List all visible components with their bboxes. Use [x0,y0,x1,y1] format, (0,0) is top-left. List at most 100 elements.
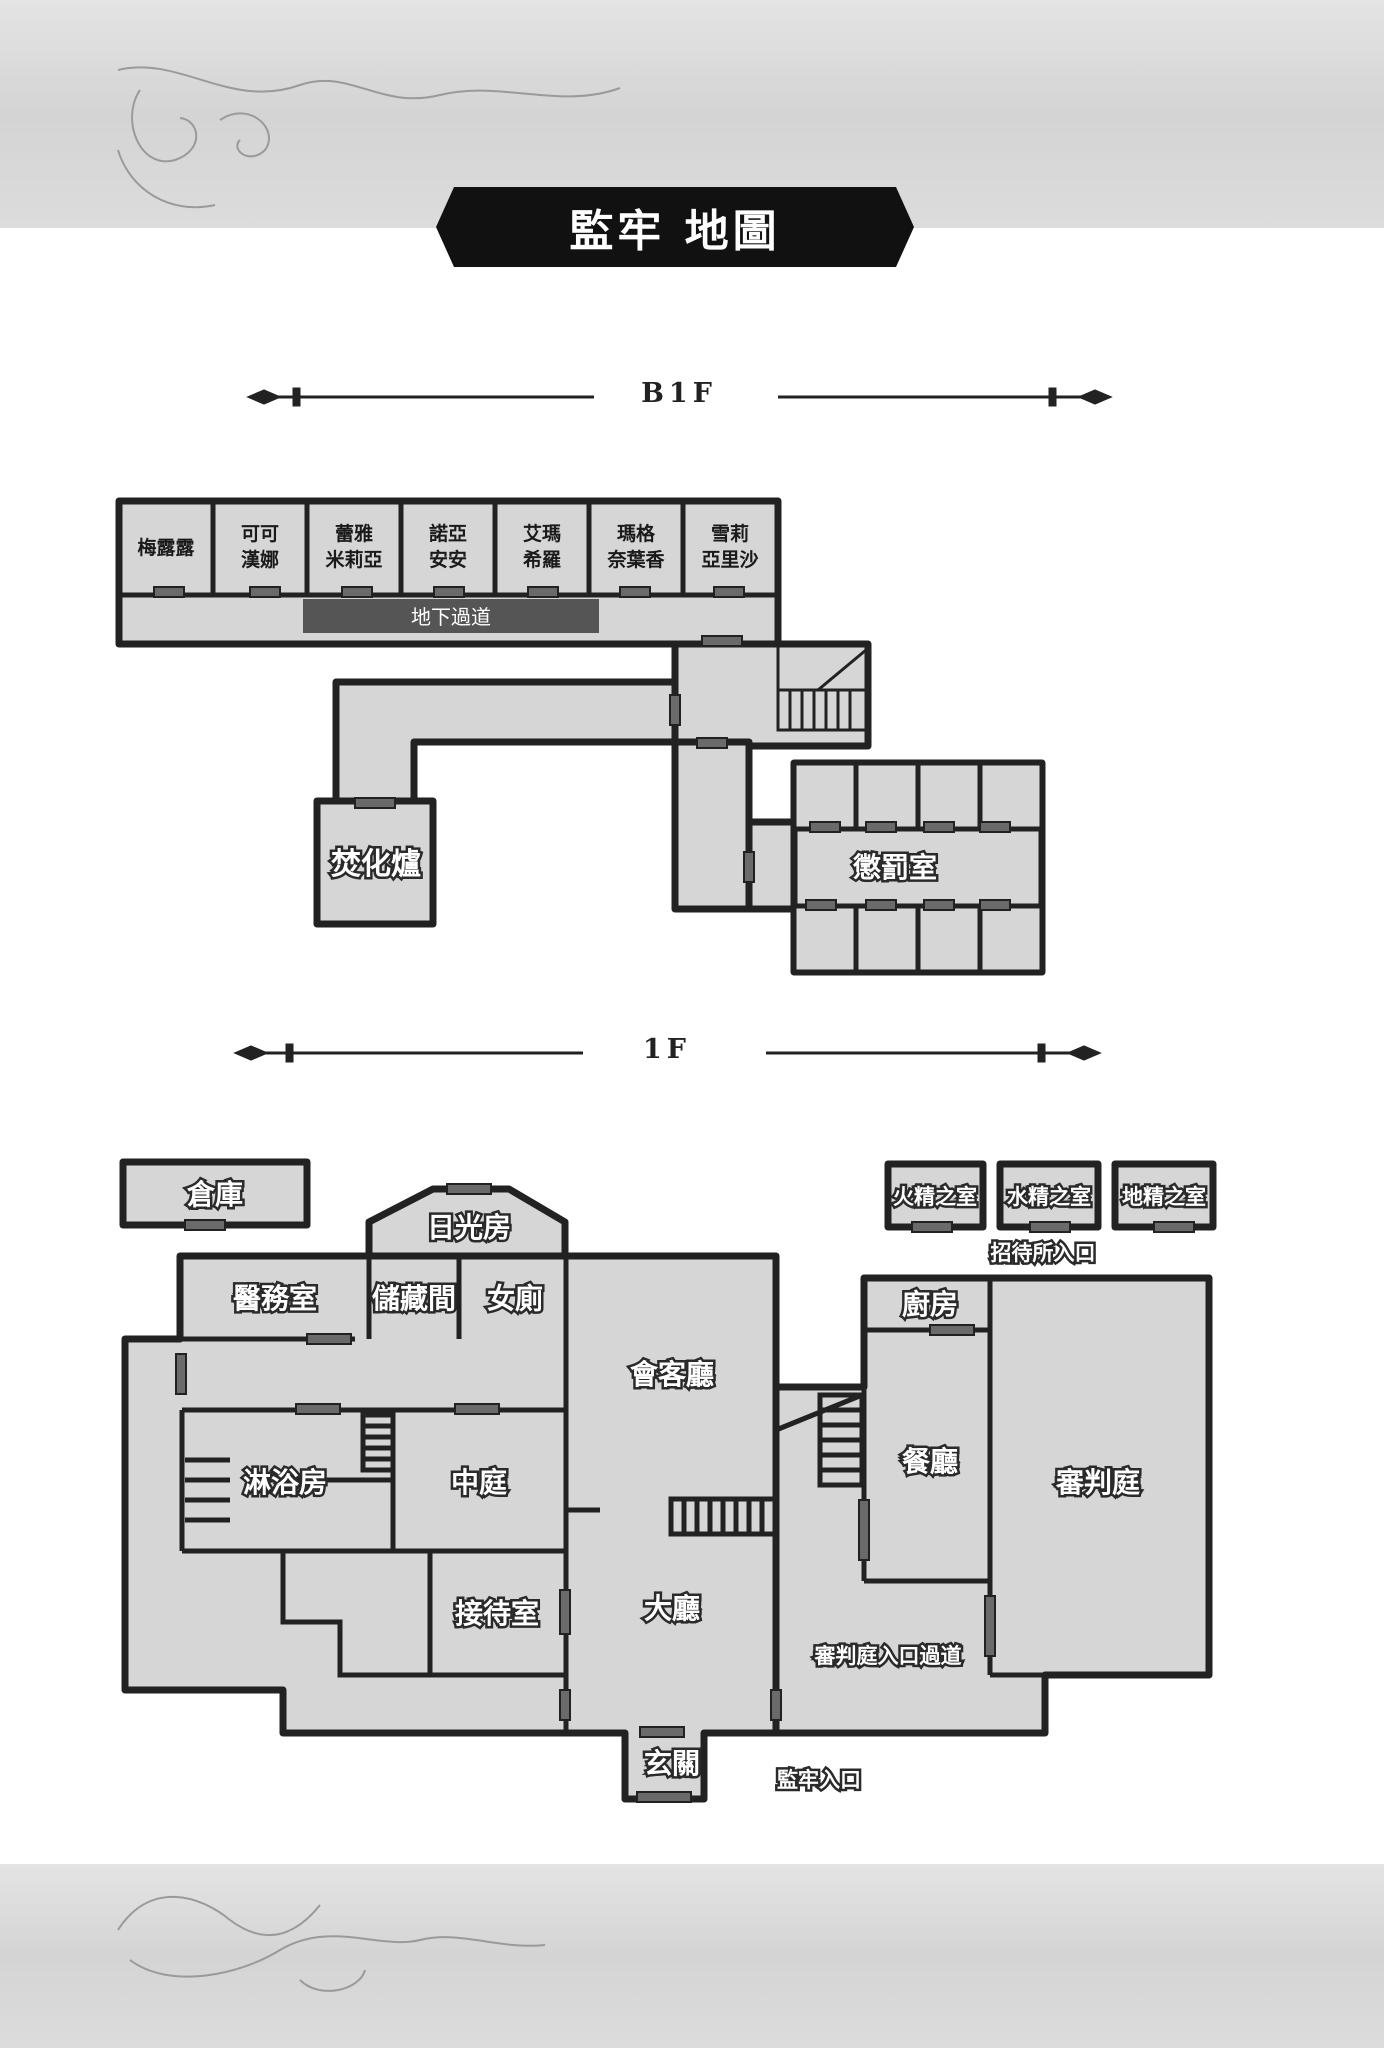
closet-label: 儲藏間 [372,1282,456,1315]
1f-divider-right-tip [1066,1045,1102,1061]
door [295,1403,341,1415]
door [809,821,841,833]
1f-divider-left-notch [285,1043,294,1063]
water-spirit-label: 水精之室 [1007,1184,1091,1209]
door [639,1726,685,1738]
b1f-cell-block [115,497,782,648]
door [923,821,955,833]
b1f-divider-left-notch [292,387,301,407]
b1f-stairs [776,644,868,732]
incinerator-label: 焚化爐 [331,847,421,882]
storage-room [119,1158,311,1229]
cell-name-line: 梅露露 [137,536,195,559]
punishment-cell [791,760,859,832]
1f-divider-left-tip [233,1045,269,1061]
cell-name-line: 諾亞 [429,522,467,545]
door [858,1499,870,1561]
flourish-ornament-bottom [117,1895,546,1992]
door [446,1183,492,1195]
title-banner [436,187,914,267]
door [911,1221,953,1233]
cell-name-line: 安安 [429,548,467,571]
guest-entrance-label: 招待所入口 [991,1240,1096,1265]
door [770,1689,782,1721]
cell-name-line: 米莉亞 [325,548,382,571]
cell-name-line: 艾瑪 [523,523,561,545]
cell-name-line: 瑪格 [617,522,656,545]
b1f-divider-right-notch [1048,387,1057,407]
door [669,694,681,726]
floor-label-b1f: B1F [641,378,717,409]
door [929,1324,975,1336]
cell-name-line: 希羅 [523,548,561,571]
door [527,586,559,598]
cell-name-line: 蕾雅 [335,523,373,545]
kitchen-label: 廚房 [902,1288,958,1321]
door [979,899,1011,911]
punishment-cell [977,760,1045,832]
door [979,821,1011,833]
door [923,899,955,911]
punishment-room-label: 懲罰室 [853,851,937,884]
prison-entrance-label: 監牢入口 [777,1767,861,1792]
restroom-label: 女廁 [487,1282,543,1315]
underground-passage-label: 地下過道 [411,605,491,629]
door [341,586,373,598]
door [454,1403,500,1415]
door [805,899,837,911]
1f-stairs-bath [185,1457,230,1523]
door [636,1791,692,1803]
1f-stairs-west [360,1412,396,1473]
door [1153,1221,1195,1233]
b1f-divider-right-tip [1077,389,1113,405]
dining-label: 餐廳 [902,1445,958,1478]
b1f-stair-treads [778,648,867,730]
1f-stair-treads-west [363,1423,393,1462]
cell-name-line: 奈葉香 [606,548,665,571]
storage-label: 倉庫 [186,1178,243,1211]
door [306,1333,352,1345]
parlor-label: 會客廳 [630,1358,714,1391]
door [619,586,651,598]
courtyard-label: 中庭 [451,1466,507,1499]
door [559,1589,571,1635]
flourish-ornament-top [117,66,621,209]
door [1029,1221,1071,1233]
door [713,586,745,598]
punishment-cell [915,903,983,975]
hall-label: 大廳 [644,1592,700,1625]
underground-passage-strip [303,599,599,633]
door [433,586,465,598]
cell-name-line: 可可 [241,523,279,545]
footer-band [0,1864,1384,2048]
page-title: 監牢 地圖 [569,206,781,257]
reception-label: 接待室 [455,1597,539,1630]
fire-spirit-label: 火精之室 [893,1184,977,1209]
cell-name-line: 雪莉 [711,522,749,545]
sunroom-label: 日光房 [427,1211,511,1244]
door [175,1353,187,1395]
door [865,899,897,911]
infirmary-label: 醫務室 [233,1282,317,1315]
bath-label: 淋浴房 [243,1466,327,1499]
foyer-label: 玄關 [644,1747,700,1780]
door [984,1595,996,1657]
door [696,737,728,749]
door [743,851,755,883]
cell-name-line: 漢娜 [241,548,279,571]
door [559,1689,571,1721]
door [701,635,743,647]
earth-spirit-label: 地精之室 [1122,1184,1206,1209]
1f-stair-treads-east [775,1392,863,1473]
door [865,821,897,833]
cell-name-line: 亞里沙 [701,549,758,571]
b1f-divider-left-tip [246,389,282,405]
door [153,586,185,598]
1f-stair-treads-hall [681,1499,765,1534]
1f-divider-right-notch [1037,1043,1046,1063]
door [249,586,281,598]
